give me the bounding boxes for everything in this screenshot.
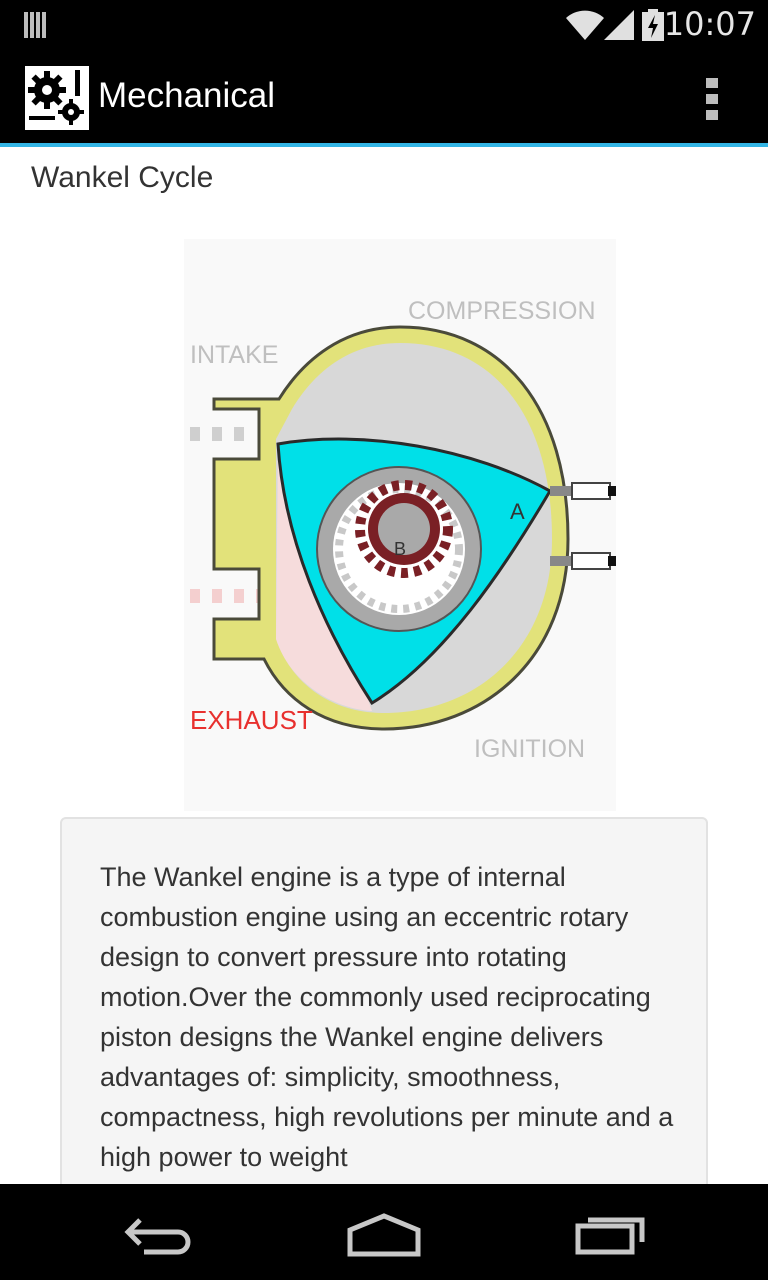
gears-wrench-icon[interactable] — [25, 66, 89, 130]
app-title: Mechanical — [98, 76, 276, 115]
wifi-icon — [566, 10, 604, 40]
label-b: B — [394, 539, 406, 559]
overflow-menu-icon[interactable] — [700, 76, 724, 122]
wankel-diagram: COMPRESSION INTAKE EXHAUST IGNITION A B — [184, 239, 616, 811]
status-bar: 10:07 — [0, 0, 768, 50]
description-card: The Wankel engine is a type of internal … — [60, 817, 708, 1184]
label-a: A — [510, 499, 525, 524]
battery-icon — [642, 9, 664, 41]
action-bar: Mechanical — [0, 50, 768, 143]
navigation-bar — [0, 1184, 768, 1280]
label-ignition: IGNITION — [474, 735, 585, 763]
label-exhaust: EXHAUST — [190, 705, 313, 735]
description-text: The Wankel engine is a type of internal … — [100, 862, 674, 1172]
page-title: Wankel Cycle — [31, 161, 214, 194]
action-bar-divider — [0, 143, 768, 147]
recents-icon[interactable] — [550, 1206, 670, 1262]
back-icon[interactable] — [100, 1206, 220, 1262]
status-clock: 10:07 — [663, 5, 756, 43]
spark-plug-top — [550, 482, 616, 500]
spark-plug-bottom — [550, 552, 616, 570]
label-intake: INTAKE — [190, 341, 278, 369]
label-compression: COMPRESSION — [408, 297, 596, 325]
notification-icon — [24, 12, 46, 38]
content-area[interactable]: Wankel Cycle — [0, 147, 768, 1184]
home-icon[interactable] — [324, 1206, 444, 1262]
signal-icon — [604, 10, 634, 40]
intake-port-dashes — [190, 427, 244, 441]
